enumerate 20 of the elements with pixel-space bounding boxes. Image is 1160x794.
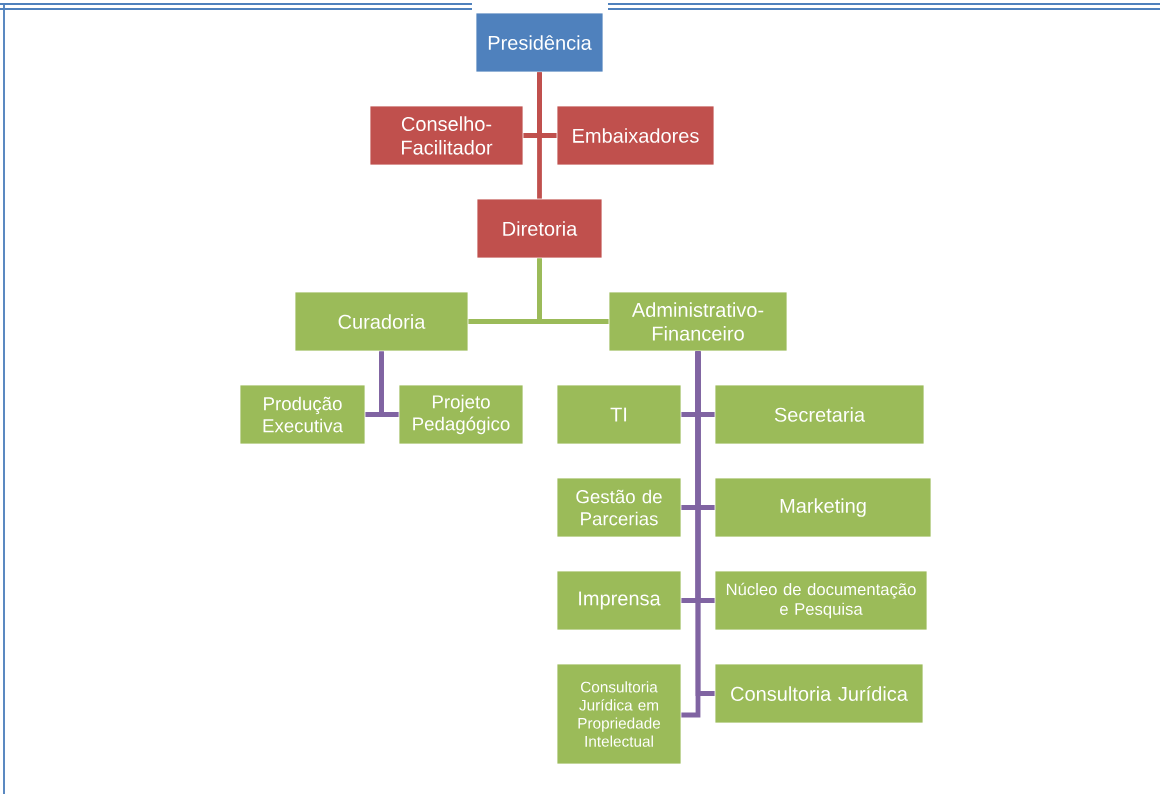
org-box: Conselho-Facilitador bbox=[369, 105, 524, 166]
org-box: Curadoria bbox=[294, 291, 469, 352]
org-box: Administrativo-Financeiro bbox=[608, 291, 788, 352]
org-box: TI bbox=[556, 384, 682, 445]
org-box: Núcleo de documentação e Pesquisa bbox=[714, 570, 928, 631]
org-box: Consultoria Jurídica bbox=[714, 663, 924, 724]
org-box: Gestão de Parcerias bbox=[556, 477, 682, 538]
org-box: Diretoria bbox=[476, 198, 603, 259]
org-box: Produção Executiva bbox=[239, 384, 366, 445]
connector-line bbox=[537, 72, 542, 199]
org-box: Marketing bbox=[714, 477, 932, 538]
connector-line bbox=[379, 351, 399, 417]
org-box: Consultoria Jurídica em Propriedade Intelectual bbox=[556, 663, 682, 765]
org-box: Secretaria bbox=[714, 384, 925, 445]
org-box: Imprensa bbox=[556, 570, 682, 631]
org-box: Presidência bbox=[475, 12, 604, 73]
org-box: Embaixadores bbox=[556, 105, 715, 166]
org-box: Projeto Pedagógico bbox=[398, 384, 524, 445]
connector-line bbox=[537, 258, 609, 324]
connector-line bbox=[695, 351, 715, 696]
